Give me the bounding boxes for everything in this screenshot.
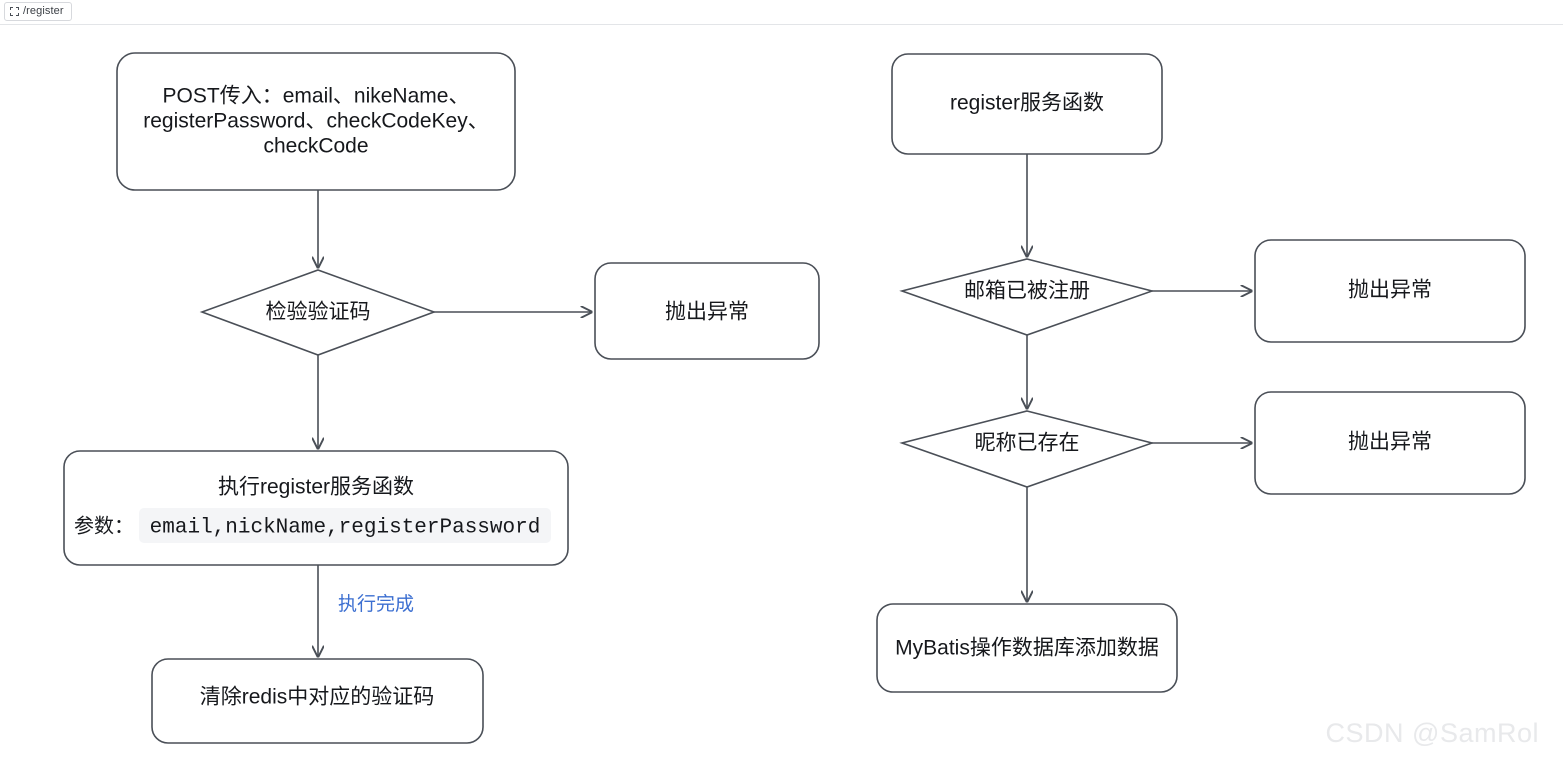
node-throw-exception-left[interactable] <box>594 262 820 360</box>
frame-icon <box>10 7 19 16</box>
node-clear-redis-box[interactable] <box>151 658 484 744</box>
node-check-code-label: 检验验证码 <box>266 301 371 324</box>
node-throw-exception-email[interactable] <box>1254 239 1526 343</box>
tab-label: /register <box>23 5 64 17</box>
node-service-box-title: 执行register服务函数 <box>218 476 414 499</box>
watermark: CSDN @SamRol <box>1325 718 1539 748</box>
node-service-box-params-code: email,nickName,registerPassword <box>150 517 541 540</box>
node-nickname-exists-label: 昵称已存在 <box>975 432 1080 455</box>
node-post-box-line3: checkCode <box>263 135 368 158</box>
node-register-service-label: register服务函数 <box>950 92 1104 115</box>
tab-register[interactable]: /register <box>4 2 72 21</box>
node-post-box-line1: POST传入：email、nikeName、 <box>163 85 470 108</box>
node-post-box[interactable] <box>116 52 516 191</box>
node-throw-exception-nickname[interactable] <box>1254 391 1526 495</box>
node-mybatis-label: MyBatis操作数据库添加数据 <box>895 637 1159 660</box>
node-throw-exception-email-label: 抛出异常 <box>1348 279 1432 302</box>
node-throw-exception-nickname-label: 抛出异常 <box>1348 431 1432 454</box>
node-post-box-line2: registerPassword、checkCodeKey、 <box>143 110 488 133</box>
node-throw-exception-left-label: 抛出异常 <box>665 301 749 324</box>
node-mybatis-box[interactable] <box>876 603 1178 693</box>
service-params-code-chip <box>139 508 551 543</box>
tab-strip: /register <box>0 0 1563 25</box>
edge-label-done: 执行完成 <box>338 593 414 615</box>
node-clear-redis-label: 清除redis中对应的验证码 <box>200 686 435 709</box>
flowchart-canvas: POST传入：email、nikeName、 registerPassword、… <box>0 25 1563 757</box>
node-service-box-params-label: 参数： <box>74 514 134 537</box>
node-email-registered-label: 邮箱已被注册 <box>964 280 1090 303</box>
